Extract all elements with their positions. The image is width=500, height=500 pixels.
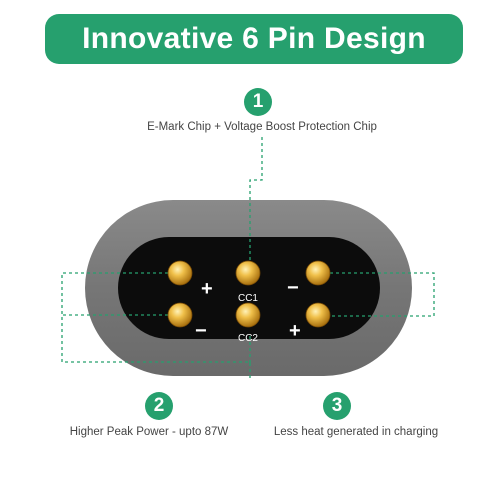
feature-3-text: Less heat generated in charging [273, 426, 439, 438]
feature-2-text: Higher Peak Power - upto 87W [69, 426, 229, 438]
label-right-top: − [287, 277, 299, 299]
title-banner: Innovative 6 Pin Design [45, 14, 463, 64]
feature-1-badge: 1 [244, 88, 272, 116]
page-title: Innovative 6 Pin Design [82, 22, 426, 55]
label-left-bottom: − [195, 320, 207, 342]
callout-bracket-right [318, 272, 435, 317]
pin-cc2 [235, 302, 261, 328]
pin-left-bottom [167, 302, 193, 328]
feature-1-text: E-Mark Chip + Voltage Boost Protection C… [147, 121, 377, 133]
callout-line-1 [249, 135, 263, 260]
feature-3-badge: 3 [323, 392, 351, 420]
callout-lines [61, 135, 435, 380]
label-left-top: + [201, 278, 213, 300]
pins [167, 260, 331, 328]
label-cc1: CC1 [238, 293, 258, 304]
pin-cc1 [235, 260, 261, 286]
label-right-bottom: + [289, 320, 301, 342]
pin-right-top [305, 260, 331, 286]
label-cc2: CC2 [238, 333, 258, 344]
pin-left-top [167, 260, 193, 286]
feature-2-badge: 2 [145, 392, 173, 420]
pin-right-bottom [305, 302, 331, 328]
callout-bracket-left [61, 272, 251, 380]
